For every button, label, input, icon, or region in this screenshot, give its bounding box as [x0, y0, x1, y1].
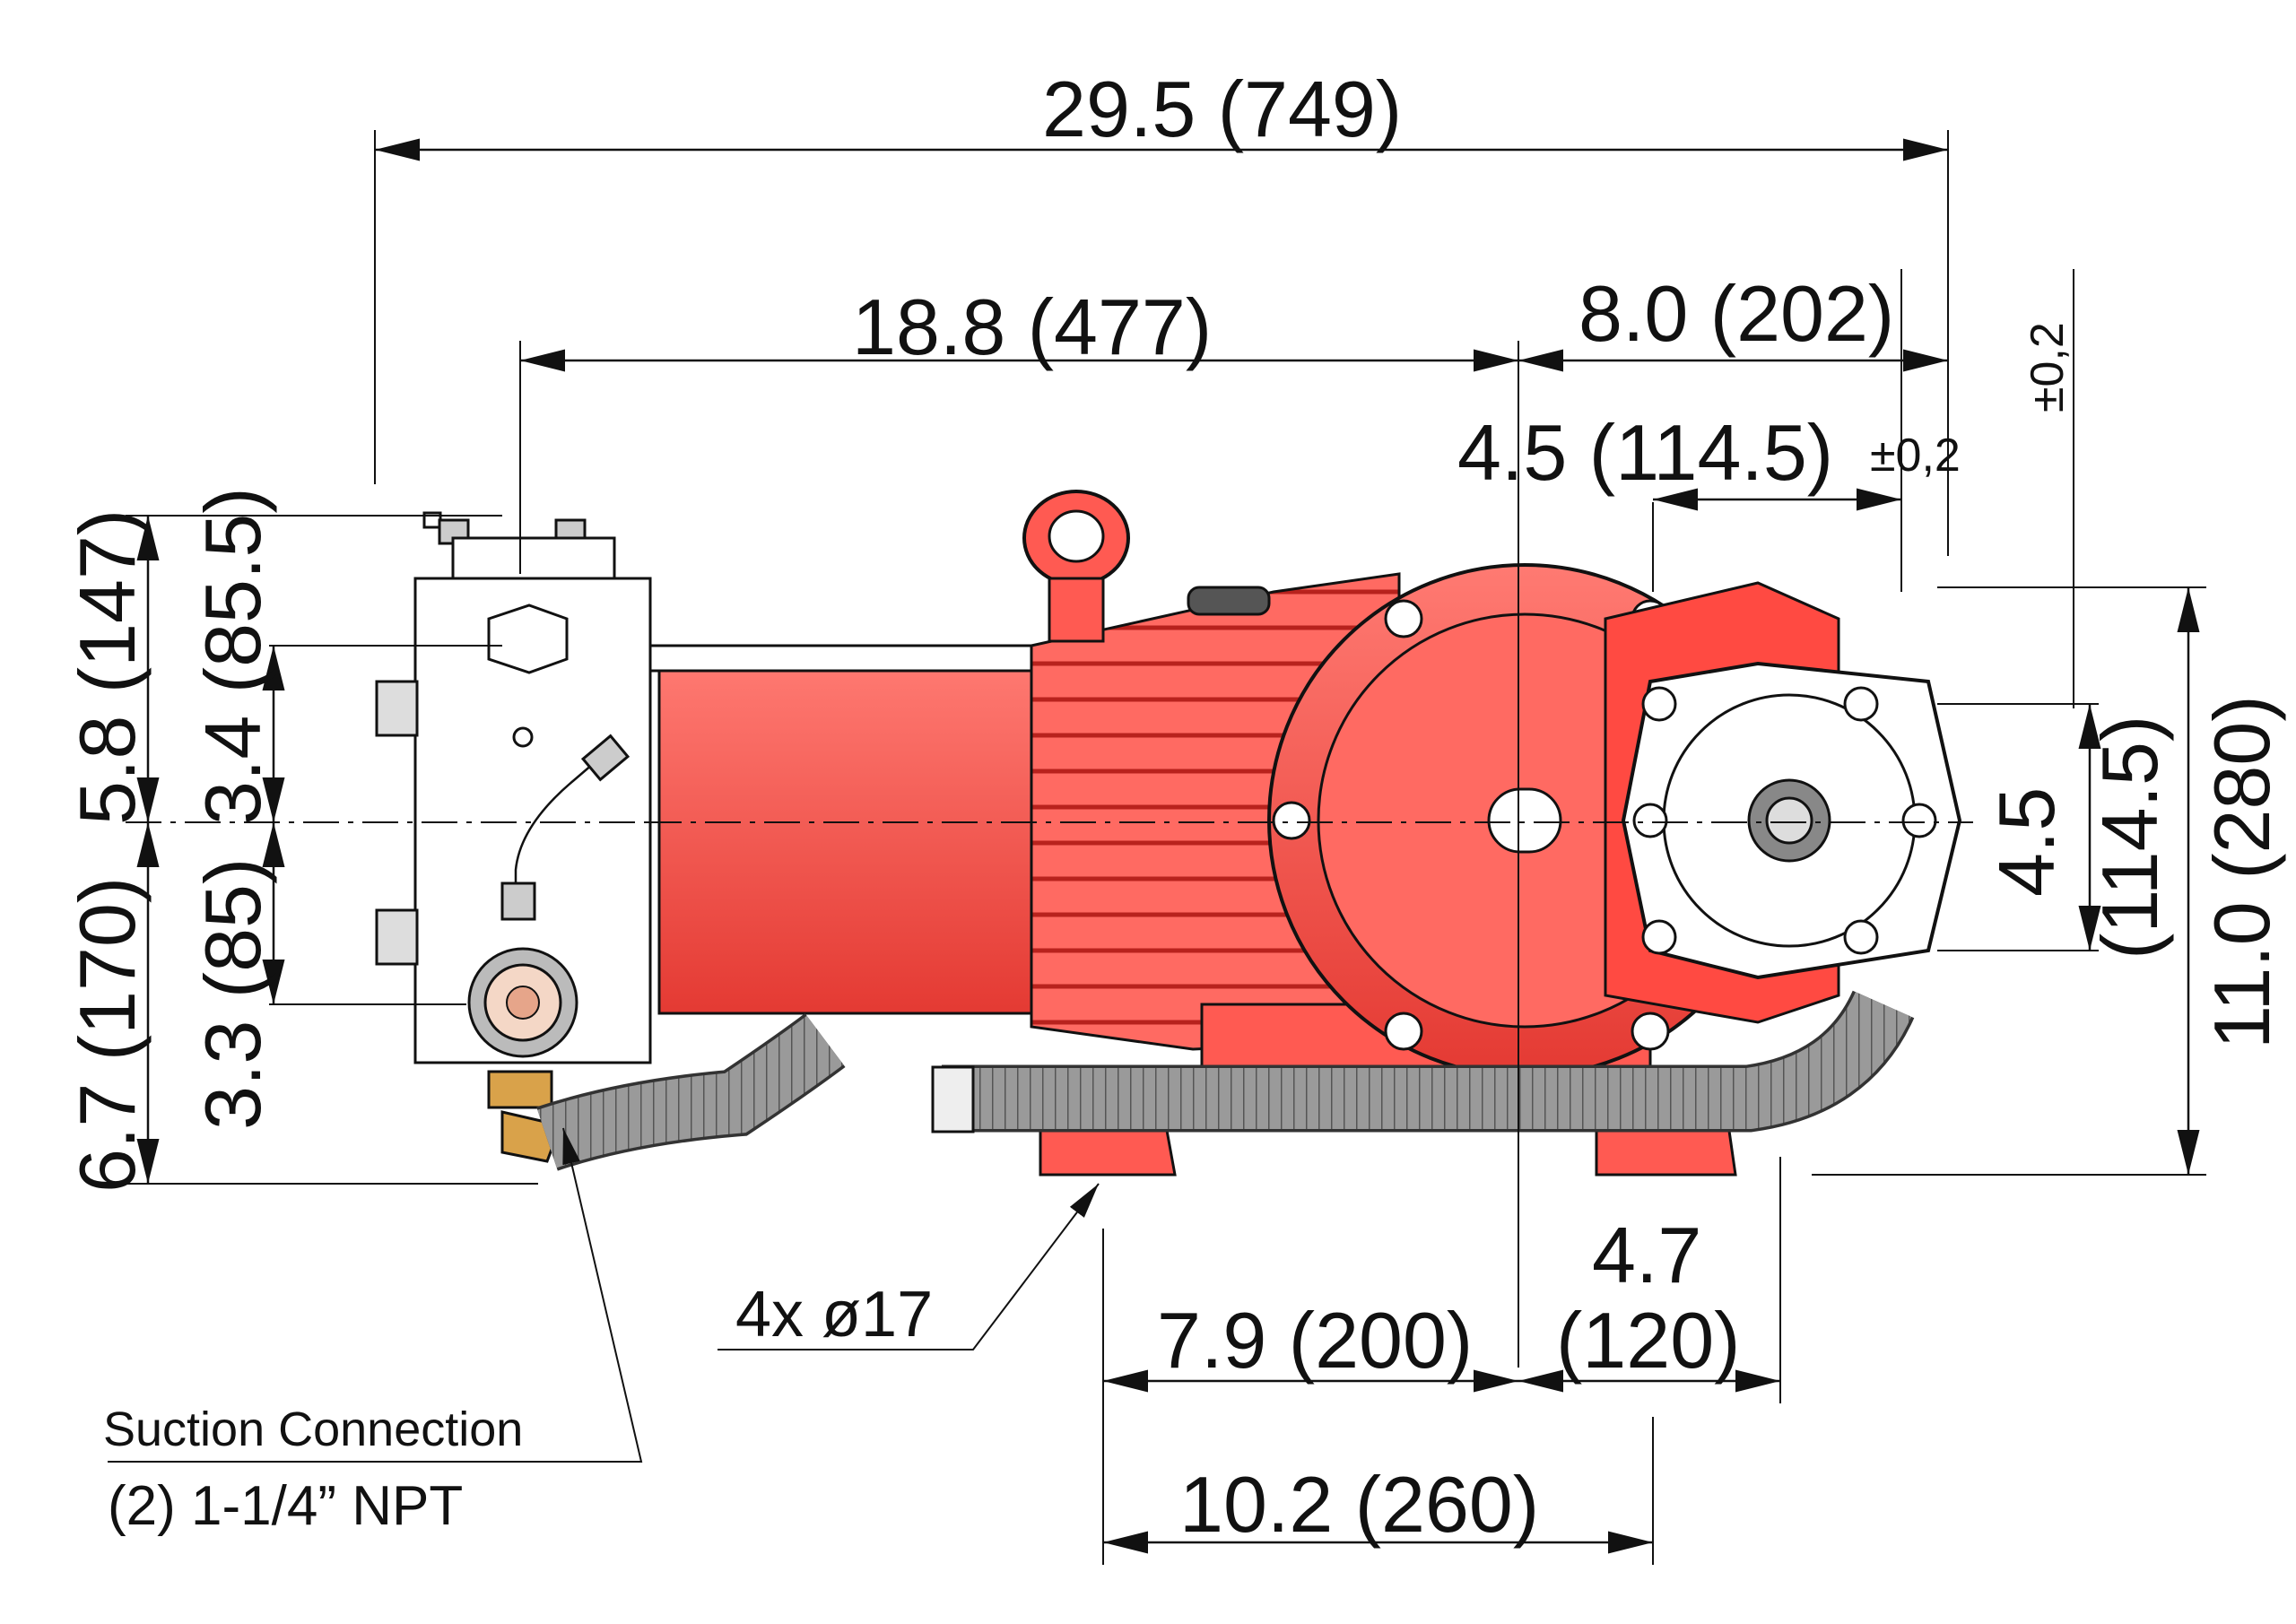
lifting-eye-icon	[1022, 490, 1130, 643]
dimension-lines	[108, 130, 2206, 1565]
hex-plug-icon	[487, 604, 569, 674]
dim-left-upper-height: 5.8 (147)	[63, 509, 152, 825]
suction-hose	[536, 989, 1915, 1171]
dim-flange-tolerance: ±0,2	[1870, 430, 1961, 482]
dim-side-tolerance: ±0,2	[2022, 322, 2074, 413]
pump-illustration	[375, 490, 1962, 1177]
dim-pump-to-shaft: 18.8 (477)	[852, 282, 1212, 371]
dim-overall-length: 29.5 (749)	[1042, 65, 1402, 153]
brass-fitting-icon	[487, 1070, 553, 1109]
dim-foot-to-shaft: 7.9 (200)	[1157, 1296, 1473, 1385]
dim-left-lower-height: 6.7 (170)	[63, 877, 152, 1193]
suction-connection-title: Suction Connection	[103, 1403, 523, 1456]
dim-flange-height-top: 4.5	[1982, 787, 2071, 897]
dim-mount-holes: 4x ø17	[735, 1279, 933, 1350]
dim-foot-spacing: 10.2 (260)	[1179, 1460, 1539, 1549]
dim-shaft-to-end: 8.0 (202)	[1578, 269, 1894, 358]
dim-flange-height-bottom: (114.5)	[2085, 716, 2174, 960]
dim-inner-lower-height: 3.3 (85)	[188, 858, 277, 1130]
dim-inner-upper-height: 3.4 (85.5)	[188, 487, 277, 825]
gearbox-flange	[1604, 581, 1962, 1024]
suction-connection-spec: (2) 1-1/4” NPT	[108, 1475, 463, 1537]
dim-foot-width-top: 4.7	[1592, 1211, 1701, 1299]
dimension-labels: 29.5 (749) 18.8 (477) 8.0 (202) 4.5 (114…	[63, 65, 2286, 1549]
pump-head	[375, 511, 652, 1163]
dim-foot-width-bottom: (120)	[1556, 1296, 1740, 1385]
dim-flange-width: 4.5 (114.5)	[1457, 408, 1833, 497]
dim-overall-height: 11.0 (280)	[2197, 695, 2286, 1049]
